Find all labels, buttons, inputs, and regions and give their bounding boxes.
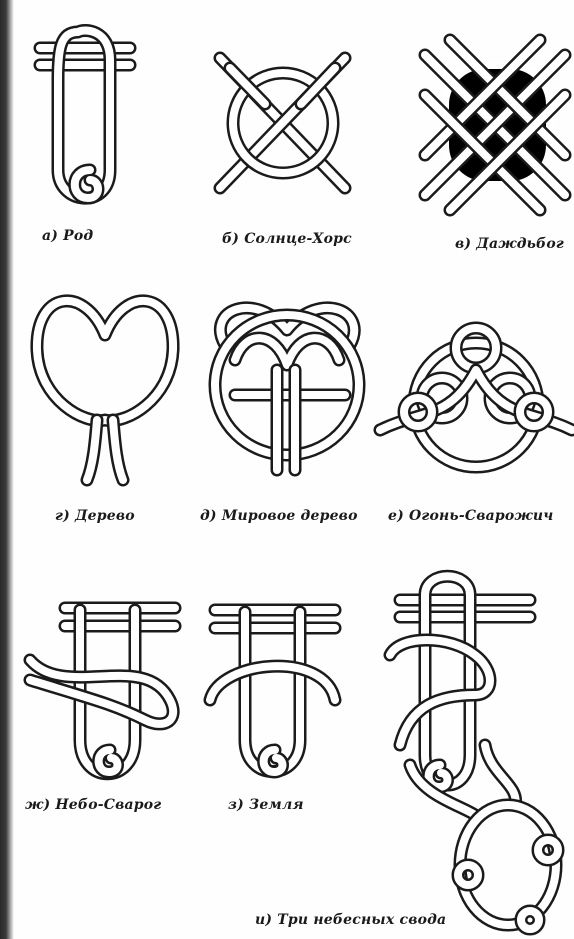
figure-label-v: в) Даждьбог [455,236,564,252]
figure-label-a: а) Род [42,228,93,244]
figure-label-g: г) Дерево [55,508,135,524]
knot-solntse-khors [205,48,360,198]
figure-label-i: и) Три небесных свода [255,912,446,928]
figure-label-e: е) Огонь-Сварожич [388,508,553,524]
figure-label-b: б) Солнце-Хорс [222,231,352,247]
figure-label-zh: ж) Небо-Сварог [25,797,161,813]
knot-dazhdbog [420,35,570,215]
knot-derevo [25,280,185,485]
figure-label-z: з) Земля [228,797,304,813]
knot-mirovoe-derevo [195,290,380,480]
figure-label-d: д) Мировое дерево [200,508,358,524]
knot-nebo-svarog [25,590,185,790]
knot-zemlya [205,590,345,790]
knot-tri-nebesnykh-svoda [380,565,572,935]
knot-rod [30,20,140,225]
knot-ogon-svarozhich [380,310,572,480]
